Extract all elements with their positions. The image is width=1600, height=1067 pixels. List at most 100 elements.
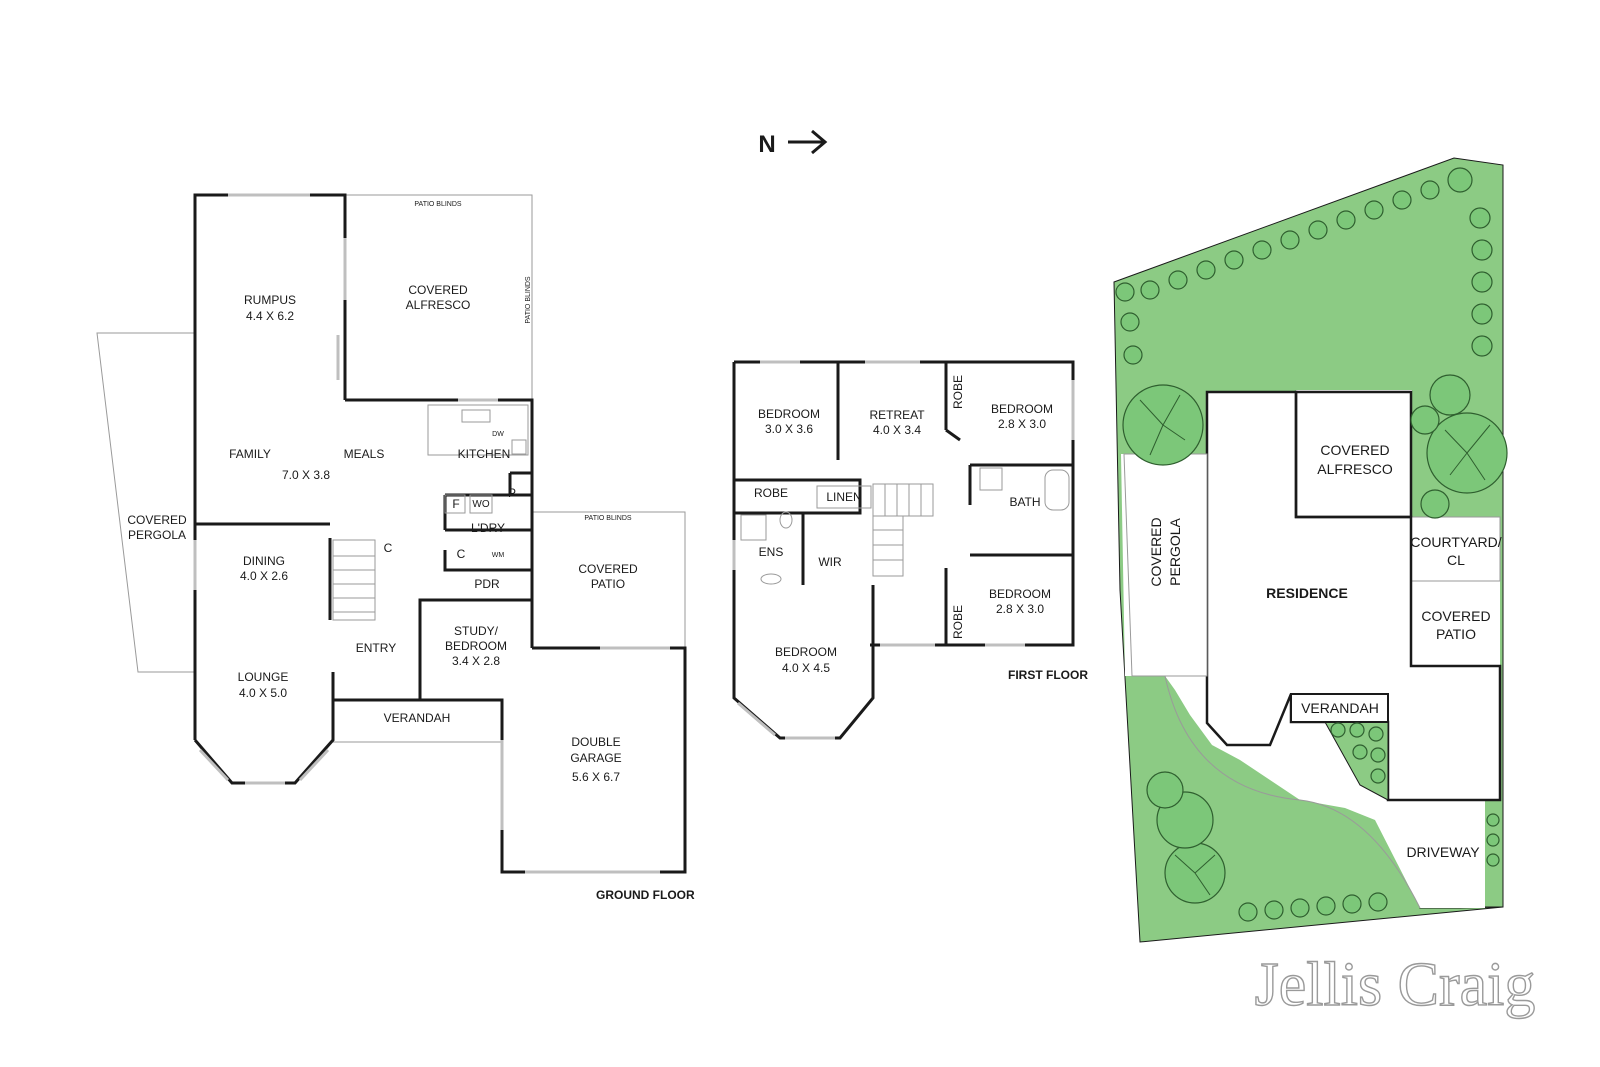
wo-label: WO xyxy=(472,499,489,510)
study-dims: 3.4 X 2.8 xyxy=(452,654,500,668)
meals-label: MEALS xyxy=(344,447,385,461)
ground-floor-title: GROUND FLOOR xyxy=(596,888,695,902)
patio-blinds-top-label: PATIO BLINDS xyxy=(414,201,462,208)
study-label-2: BEDROOM xyxy=(445,639,507,653)
garage-label-2: GARAGE xyxy=(570,751,621,765)
bedroom-c-label: BEDROOM xyxy=(989,587,1051,601)
pergola-label-2: PERGOLA xyxy=(128,528,186,542)
lounge-window-3 xyxy=(298,748,330,782)
brand-logo-text: Jellis Craig xyxy=(1255,951,1536,1019)
dining-label: DINING xyxy=(243,554,285,568)
site-driveway-edge xyxy=(1164,675,1421,909)
alfresco-label-1: COVERED xyxy=(408,283,468,297)
first-window-6 xyxy=(737,701,776,737)
site-residence-label: RESIDENCE xyxy=(1266,585,1348,601)
garage-label-1: DOUBLE xyxy=(571,735,620,749)
pantry-label: P xyxy=(508,486,516,500)
site-alfresco-label-1: COVERED xyxy=(1320,442,1389,458)
site-driveway-label: DRIVEWAY xyxy=(1406,844,1480,860)
lounge-dims: 4.0 X 5.0 xyxy=(239,686,287,700)
rumpus-label: RUMPUS xyxy=(244,293,296,307)
tree-icon xyxy=(1146,771,1184,809)
tree-icon xyxy=(1429,374,1471,416)
site-alfresco-label-2: ALFRESCO xyxy=(1317,461,1393,477)
first-floor-title: FIRST FLOOR xyxy=(1008,668,1088,682)
site-pergola-box xyxy=(1123,453,1208,677)
retreat-dims: 4.0 X 3.4 xyxy=(873,423,921,437)
site-trees xyxy=(1122,374,1508,904)
covered-patio-label-1: COVERED xyxy=(578,562,638,576)
laundry-label: L'DRY xyxy=(471,521,505,535)
bedroom-c-dims: 2.8 X 3.0 xyxy=(996,602,1044,616)
fridge-box xyxy=(444,494,466,514)
laundry-cupboard-label: C xyxy=(457,547,466,561)
robe-left-label: ROBE xyxy=(754,486,788,500)
tree-icon xyxy=(1410,405,1440,435)
site-plan: COVERED ALFRESCO COURTYARD/ CL COVERED P… xyxy=(1113,157,1508,943)
jellis-craig-logo: Jellis Craig xyxy=(1254,950,1536,1019)
bedroom-b-label: BEDROOM xyxy=(991,402,1053,416)
first-floor-plan: BEDROOM 3.0 X 3.6 RETREAT 4.0 X 3.4 ROBE… xyxy=(732,360,1088,740)
site-patio-label-2: PATIO xyxy=(1436,626,1476,642)
site-pergola-label-2: PERGOLA xyxy=(1167,518,1183,586)
site-alfresco-box xyxy=(1294,390,1413,519)
powder-room-label: PDR xyxy=(474,577,500,591)
bedroom-d-label: BEDROOM xyxy=(775,645,837,659)
robe-bottom-label: ROBE xyxy=(951,605,965,639)
north-arrow-icon xyxy=(788,129,828,155)
stair-cupboard-label: C xyxy=(384,541,393,555)
linen-box xyxy=(816,485,872,509)
north-compass: N xyxy=(758,129,828,158)
pergola-label-1: COVERED xyxy=(127,513,187,527)
bedroom-d-dims: 4.0 X 4.5 xyxy=(782,661,830,675)
bath-fixtures xyxy=(740,467,1070,585)
north-label: N xyxy=(758,131,775,158)
first-floor-staircase xyxy=(872,483,934,577)
ensuite-label: ENS xyxy=(759,545,784,559)
family-label: FAMILY xyxy=(229,447,271,461)
site-shrubs xyxy=(1115,167,1500,922)
robe-top-label: ROBE xyxy=(951,375,965,409)
rumpus-dims: 4.4 X 6.2 xyxy=(246,309,294,323)
covered-patio-label-2: PATIO xyxy=(591,577,625,591)
patio-blinds-side-label: PATIO BLINDS xyxy=(525,276,532,324)
garage-dims: 5.6 X 6.7 xyxy=(572,770,620,784)
alfresco-label-2: ALFRESCO xyxy=(406,298,471,312)
dishwasher-label: DW xyxy=(492,431,504,438)
site-pergola-label-1: COVERED xyxy=(1148,517,1164,586)
site-verandah-label: VERANDAH xyxy=(1301,700,1379,716)
first-floor-walls xyxy=(732,360,1075,740)
bedroom-b-dims: 2.8 X 3.0 xyxy=(998,417,1046,431)
site-courtyard-label-1: COURTYARD/ xyxy=(1410,534,1501,550)
site-courtyard-box xyxy=(1410,516,1501,582)
bath-label: BATH xyxy=(1009,495,1040,509)
tree-icon xyxy=(1420,489,1450,519)
site-paved-area xyxy=(1121,390,1500,908)
entry-label: ENTRY xyxy=(356,641,396,655)
lounge-window-1 xyxy=(198,748,230,782)
washing-machine-label: WM xyxy=(492,552,505,559)
family-meals-dims: 7.0 X 3.8 xyxy=(282,468,330,482)
study-label-1: STUDY/ xyxy=(454,624,499,638)
site-courtyard-label-2: CL xyxy=(1447,552,1465,568)
fridge-label: F xyxy=(452,497,459,511)
ground-staircase xyxy=(332,539,376,621)
kitchen-bench xyxy=(427,404,529,456)
ground-floor-plan: RUMPUS 4.4 X 6.2 PATIO BLINDS PATIO BLIN… xyxy=(96,193,695,902)
dining-dims: 4.0 X 2.6 xyxy=(240,569,288,583)
bedroom-a-dims: 3.0 X 3.6 xyxy=(765,422,813,436)
ground-alfresco-outline xyxy=(345,194,533,400)
wo-box xyxy=(469,494,493,514)
site-verandah-box xyxy=(1290,693,1389,723)
patio-blinds-patio-label: PATIO BLINDS xyxy=(584,515,632,522)
lounge-label: LOUNGE xyxy=(238,670,289,684)
verandah-label: VERANDAH xyxy=(384,711,451,725)
linen-label: LINEN xyxy=(826,490,861,504)
wir-label: WIR xyxy=(818,555,842,569)
bedroom-a-label: BEDROOM xyxy=(758,407,820,421)
ground-pergola-outline xyxy=(96,332,195,673)
kitchen-label: KITCHEN xyxy=(458,447,511,461)
retreat-label: RETREAT xyxy=(869,408,925,422)
ground-patio-outline xyxy=(532,511,686,648)
